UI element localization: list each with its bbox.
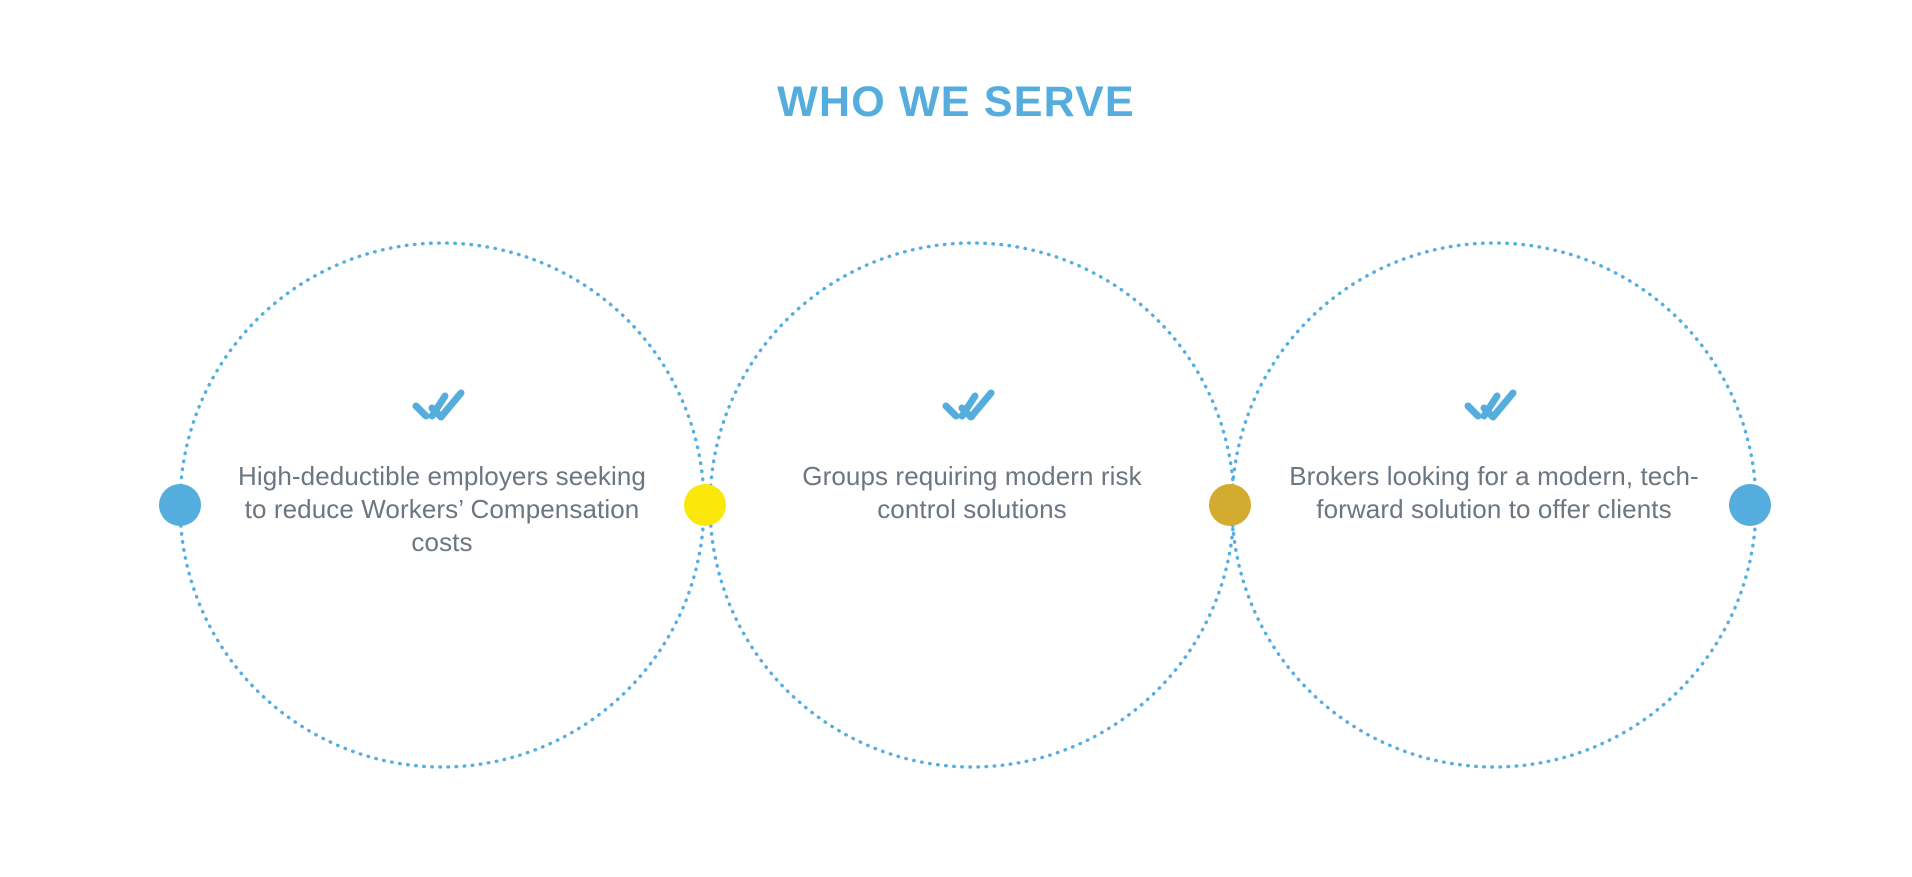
joint-dot-left (159, 484, 201, 526)
double-check-icon (762, 380, 1182, 432)
circle-text-3: Brokers looking for a modern, tech-forwa… (1289, 461, 1699, 524)
page-title: WHO WE SERVE (777, 78, 1135, 126)
joint-dot-right (1729, 484, 1771, 526)
circle-content-1: High-deductible employers seeking to red… (232, 380, 652, 558)
double-check-icon (232, 380, 652, 432)
double-check-icon (1284, 380, 1704, 432)
circle-text-1: High-deductible employers seeking to red… (238, 461, 646, 557)
circle-text-2: Groups requiring modern risk control sol… (802, 461, 1142, 524)
circle-content-3: Brokers looking for a modern, tech-forwa… (1284, 380, 1704, 526)
circle-content-2: Groups requiring modern risk control sol… (762, 380, 1182, 526)
joint-dot-gold (1209, 484, 1251, 526)
joint-dot-yellow (684, 484, 726, 526)
